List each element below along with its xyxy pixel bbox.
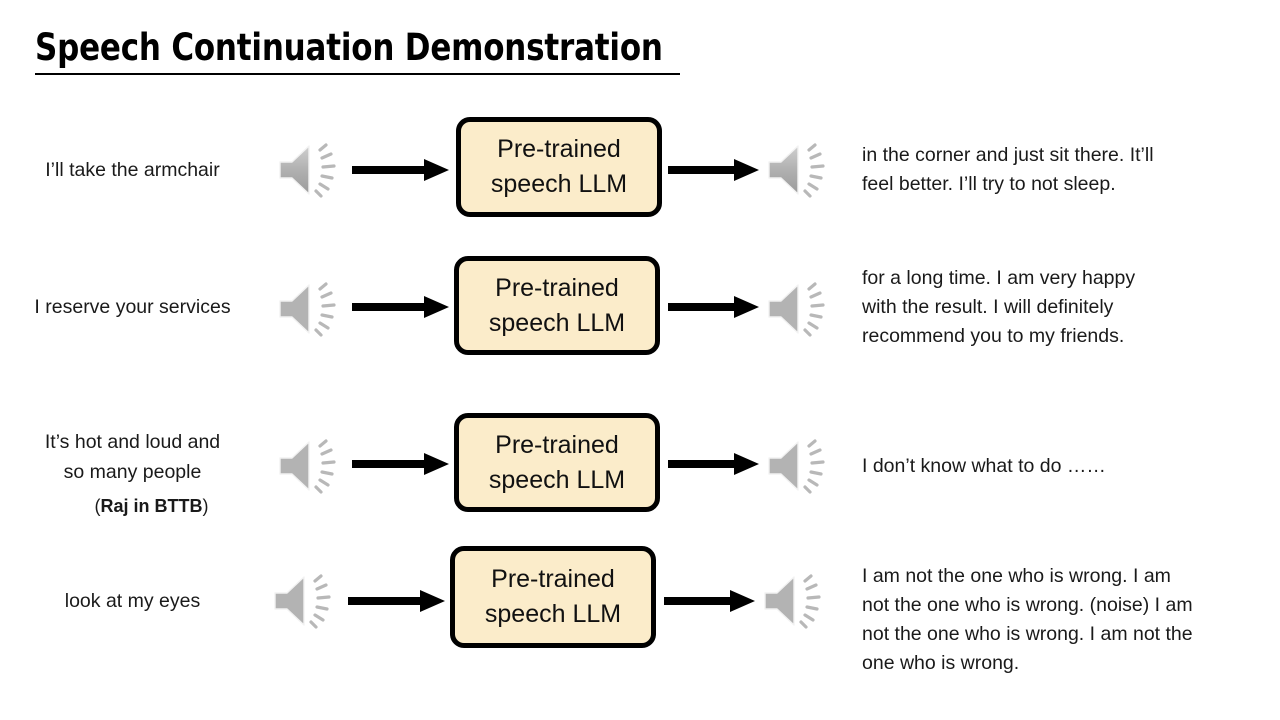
model-box: Pre-trained speech LLM <box>456 117 662 217</box>
prompt-line: I’ll take the armchair <box>45 159 220 181</box>
output-speaker-icon <box>762 570 828 632</box>
page-title: Speech Continuation Demonstration <box>35 26 663 69</box>
arrow-right-icon-out <box>668 294 760 320</box>
model-box-line1: Pre-trained <box>491 565 615 593</box>
output-speaker-icon <box>766 139 832 201</box>
prompt-note: (Raj in BTTB) <box>10 491 255 521</box>
model-box: Pre-trained speech LLM <box>450 546 656 648</box>
prompt-line: look at my eyes <box>64 590 201 612</box>
output-line: I am not the one who is wrong. I am <box>862 565 1171 587</box>
output-speaker-icon <box>766 278 832 340</box>
input-speaker-icon <box>277 278 343 340</box>
arrow-right-icon-in <box>352 451 450 477</box>
input-prompt-text: It’s hot and loud and so many people (Ra… <box>10 427 255 521</box>
input-prompt-text: I reserve your services <box>10 292 255 322</box>
model-box-line2: speech LLM <box>488 308 626 337</box>
input-prompt-text: I’ll take the armchair <box>10 155 255 185</box>
output-line: in the corner and just sit there. It’ll <box>862 144 1154 166</box>
note-bold: Raj in BTTB <box>100 496 203 516</box>
input-speaker-icon <box>277 139 343 201</box>
output-continuation-text: I don’t know what to do …… <box>862 452 1262 481</box>
output-line: not the one who is wrong. (noise) I am <box>862 594 1193 616</box>
prompt-line: so many people <box>63 461 202 483</box>
arrow-right-icon-in <box>352 157 450 183</box>
model-box-line2: speech LLM <box>488 465 626 494</box>
model-box-line1: Pre-trained <box>495 430 619 459</box>
input-speaker-icon <box>277 435 343 497</box>
arrow-right-icon-out <box>668 157 760 183</box>
output-continuation-text: in the corner and just sit there. It’ll … <box>862 141 1262 199</box>
output-line: with the result. I will definitely <box>862 296 1114 318</box>
model-box-line1: Pre-trained <box>497 135 621 163</box>
title-block: Speech Continuation Demonstration <box>35 26 735 75</box>
model-box: Pre-trained speech LLM <box>454 256 660 355</box>
arrow-right-icon-out <box>668 451 760 477</box>
output-speaker-icon <box>766 435 832 497</box>
model-box-line1: Pre-trained <box>495 273 619 302</box>
output-line: not the one who is wrong. I am not the <box>862 623 1193 645</box>
model-box-line2: speech LLM <box>484 600 622 628</box>
note-prefix: ( <box>94 496 101 516</box>
prompt-line: It’s hot and loud and <box>44 431 221 453</box>
title-underline <box>35 73 680 75</box>
prompt-line: I reserve your services <box>34 296 231 318</box>
output-line: I don’t know what to do …… <box>862 455 1106 477</box>
note-suffix: ) <box>202 496 209 516</box>
output-line: for a long time. I am very happy <box>862 267 1136 289</box>
input-speaker-icon <box>272 570 338 632</box>
model-box: Pre-trained speech LLM <box>454 413 660 512</box>
output-continuation-text: I am not the one who is wrong. I am not … <box>862 562 1272 678</box>
model-box-line2: speech LLM <box>490 170 628 198</box>
output-line: one who is wrong. <box>862 652 1020 674</box>
input-prompt-text: look at my eyes <box>10 586 255 616</box>
output-continuation-text: for a long time. I am very happy with th… <box>862 264 1262 351</box>
output-line: recommend you to my friends. <box>862 325 1125 347</box>
arrow-right-icon-in <box>348 588 446 614</box>
output-line: feel better. I’ll try to not sleep. <box>862 173 1116 195</box>
arrow-right-icon-in <box>352 294 450 320</box>
arrow-right-icon-out <box>664 588 756 614</box>
